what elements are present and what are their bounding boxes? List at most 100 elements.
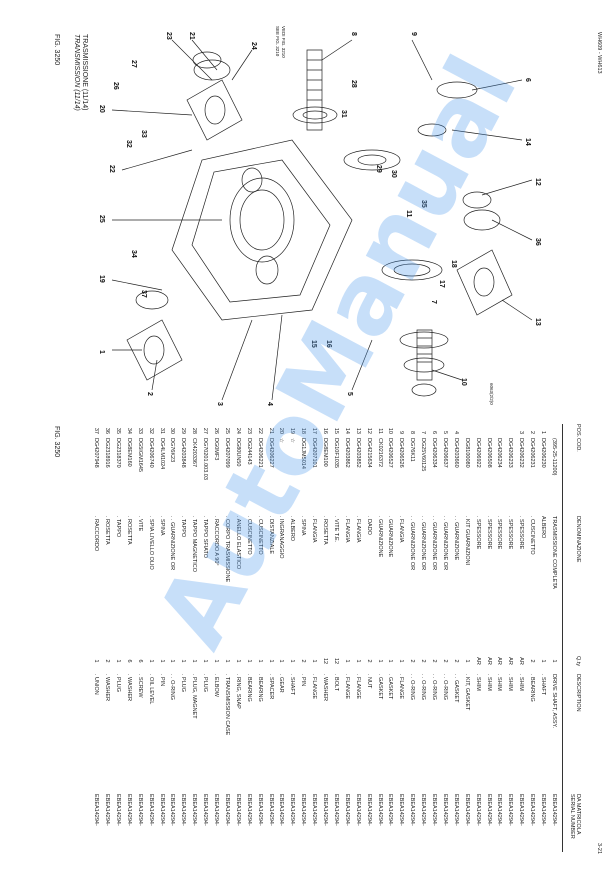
- callout-19: 19: [98, 275, 105, 283]
- cell-den: . ROSETTA: [125, 516, 132, 545]
- callout-8: 8: [350, 32, 357, 36]
- cell-serial: EBEA14294-: [169, 794, 176, 826]
- cell-desc: . SHIM: [518, 674, 525, 691]
- cell-desc: . PIN: [158, 674, 165, 687]
- cell-pos: 21: [267, 427, 274, 434]
- cell-qty: AR: [496, 657, 503, 665]
- cell-den: . VITE: [136, 516, 143, 532]
- cell-cod: DG80UN50: [234, 438, 241, 467]
- callout-1: 1: [98, 350, 105, 354]
- cell-den: . . GUARNIZIONE OR: [169, 516, 176, 571]
- header-qty: Q.ty: [575, 656, 581, 667]
- cell-desc: DRIVE SHAFT, ASSY.: [551, 674, 557, 729]
- cell-qty: 1: [115, 659, 121, 663]
- cell-desc: . SPACER: [267, 674, 274, 700]
- header-rule: [562, 424, 563, 852]
- cell-desc: . BEARING: [245, 674, 252, 702]
- cell-serial: EBEA14294-: [518, 794, 525, 826]
- cell-pos: 14: [343, 427, 350, 434]
- callout-30: 30: [390, 170, 397, 178]
- callout-13: 13: [534, 318, 541, 326]
- cell-pos: 34: [125, 427, 132, 434]
- cell-den: . . GUARNIZIONE: [452, 516, 459, 561]
- cell-qty: 2: [442, 659, 448, 663]
- callout-26: 26: [112, 82, 119, 90]
- upper-flange-assembly: [126, 290, 183, 381]
- header-denominazione: DENOMINAZIONE: [575, 516, 581, 563]
- cell-desc: . KIT, GASKET: [463, 674, 470, 711]
- cell-serial: EBEA14294-: [93, 794, 100, 826]
- callout-18: 18: [450, 260, 457, 268]
- cell-pos: 16: [322, 427, 329, 434]
- cell-desc: . WASHER: [104, 674, 111, 701]
- cell-qty: 1: [224, 659, 230, 663]
- cell-desc: . BOLT: [333, 674, 339, 692]
- cell-qty: AR: [474, 657, 481, 665]
- cell-desc: . FLANGE: [311, 674, 318, 700]
- cell-cod: DG4206230: [540, 438, 547, 468]
- cell-qty: 1: [354, 659, 361, 663]
- callout-33: 33: [140, 130, 147, 138]
- cell-pos: 4: [452, 430, 459, 434]
- cell-qty: 2: [409, 659, 416, 663]
- cell-cod: CK0216372: [376, 438, 383, 468]
- cell-cod: DG8EM100: [322, 438, 329, 467]
- cell-cod: DG4207948: [93, 438, 100, 468]
- cell-serial: EBEA14294-: [398, 794, 405, 826]
- callout-28: 28: [350, 80, 357, 88]
- cell-pos: 24: [234, 427, 241, 434]
- cell-pos: 2: [529, 430, 536, 434]
- cell-serial: EBEA14294-: [409, 794, 416, 826]
- cell-den: ALBERO: [540, 516, 547, 539]
- callout-17: 17: [438, 280, 445, 288]
- cell-qty: 1: [289, 659, 296, 663]
- callout-27: 27: [130, 60, 137, 68]
- cell-qty: 1: [256, 659, 263, 663]
- cell-den: . SPESSORE: [518, 516, 525, 550]
- cell-pos: 9: [398, 430, 405, 434]
- cell-serial: EBEA14294-: [420, 794, 427, 826]
- cell-cod: DG4215634: [365, 438, 372, 468]
- callout-22: 22: [108, 165, 115, 173]
- cell-serial: EBEA14294-: [333, 794, 339, 826]
- cell-desc: . GASKET: [376, 674, 383, 700]
- cell-cod: DG4206227: [267, 438, 274, 468]
- leader-lines: [111, 39, 533, 401]
- cell-serial: EBEA14294-: [267, 794, 274, 826]
- cell-desc: . PLUG: [115, 674, 121, 693]
- cell-cod: DG4206508: [485, 438, 492, 468]
- cell-qty: 1: [213, 659, 220, 663]
- cell-qty: 2: [104, 659, 111, 663]
- cell-desc: . RING, SNAP: [234, 674, 241, 709]
- callout-34: 34: [130, 250, 137, 258]
- front-flange-assembly: [186, 51, 243, 141]
- cell-den: . GUARNIZIONE: [387, 516, 394, 558]
- cell-cod: DG4206231: [529, 438, 536, 468]
- callout-12: 12: [534, 178, 541, 186]
- cell-desc: . OIL LEVEL: [147, 674, 154, 705]
- cell-qty: 2: [365, 659, 372, 663]
- cell-serial: EBEA14294-: [387, 794, 394, 826]
- cell-desc: . . O-RING: [431, 674, 438, 700]
- cell-cod: DG4206740: [147, 438, 154, 468]
- cell-den: . . GUARNIZIONE OR: [420, 516, 427, 571]
- header-cod: COD.: [575, 438, 581, 452]
- cell-serial: EBEA14294-: [125, 794, 132, 826]
- cell-den: . TAPPO: [180, 516, 187, 538]
- cell-pos: 3: [518, 430, 525, 434]
- cell-cod: DG4206234: [496, 438, 503, 468]
